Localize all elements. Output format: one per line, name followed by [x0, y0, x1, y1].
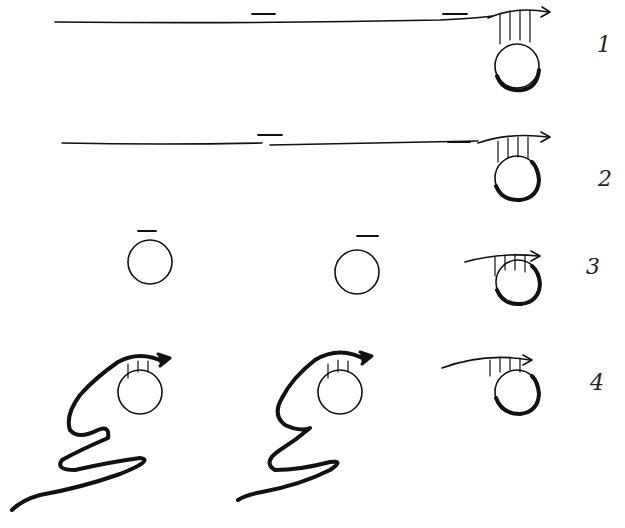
step-number: 3: [586, 256, 600, 278]
row-one: [55, 7, 550, 90]
row-four: [12, 352, 539, 510]
step-number: 2: [598, 168, 612, 190]
row-two: [62, 132, 550, 200]
step-number: 1: [597, 34, 611, 56]
step-number: 4: [590, 372, 604, 394]
row-three: [128, 231, 540, 304]
